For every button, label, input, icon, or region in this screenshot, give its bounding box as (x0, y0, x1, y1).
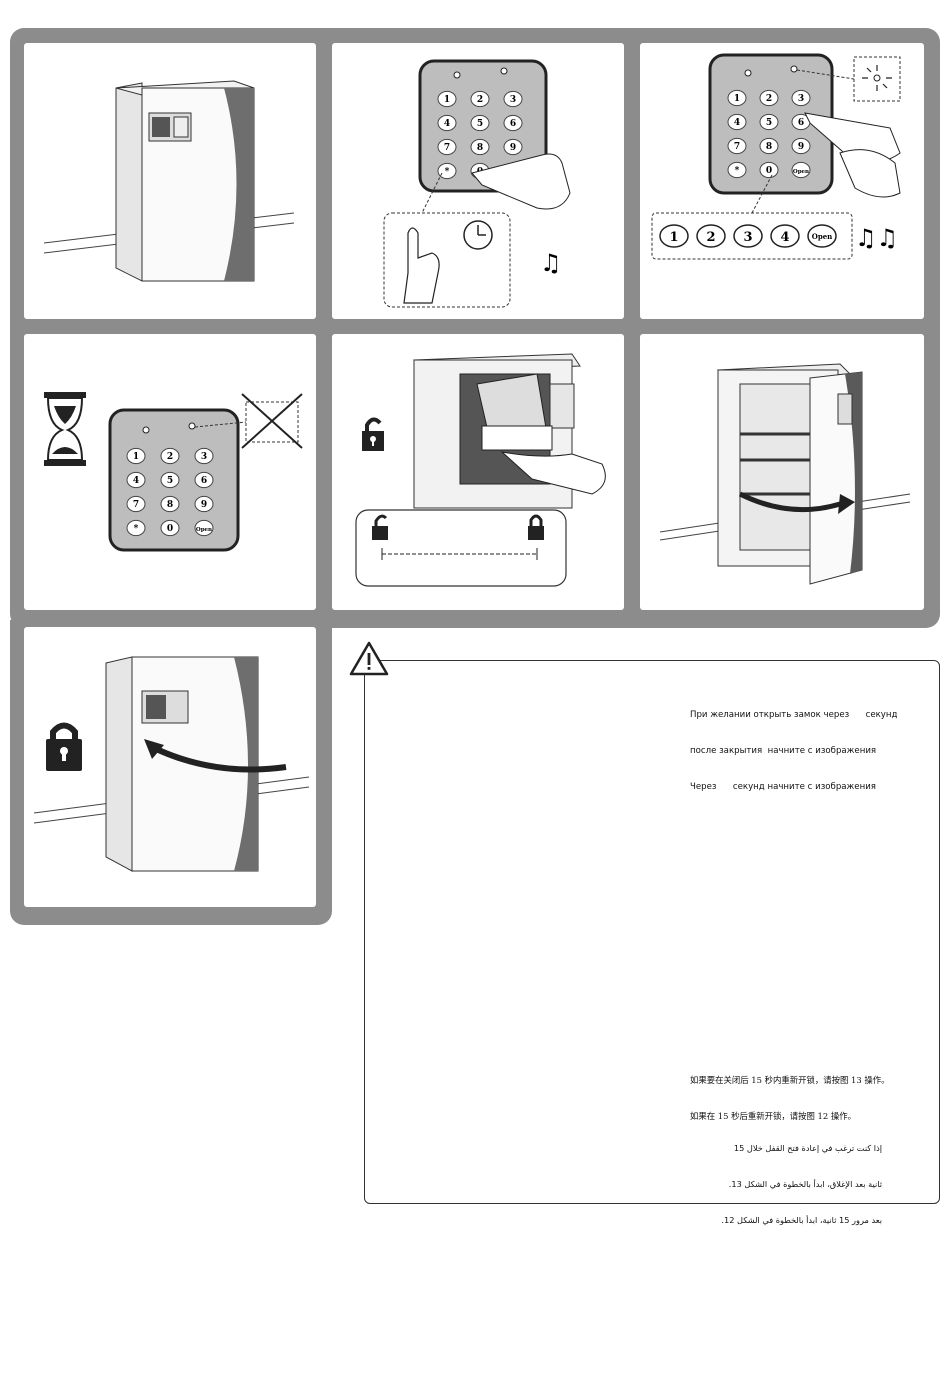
keypad-key-label: 7 (734, 142, 740, 152)
keypad-key-label: 3 (510, 95, 516, 105)
keypad-key-label: 4 (734, 118, 740, 128)
russian-line-2: после закрытия начните с изображения (690, 745, 897, 757)
arabic-line-2: ثانية بعد الإغلاق، ابدأ بالخطوة في الشكل… (690, 1178, 882, 1190)
keypad-key-label: 2 (477, 95, 483, 105)
open-door-illustration (640, 334, 924, 610)
close-door-illustration (24, 627, 316, 907)
safe-closed-illustration (24, 43, 316, 319)
chinese-line-1: 如果要在关闭后 15 秒内重新开锁，请按图 13 操作。 (690, 1074, 889, 1086)
code-step-label: 3 (743, 230, 752, 245)
step-panel-7 (24, 627, 316, 907)
keypad-key-label: 9 (798, 142, 804, 152)
keypad-key-label: 1 (444, 95, 450, 105)
enter-code-illustration: 123456789*0Open 1234Open ♫♫ (640, 43, 924, 319)
step-panel-1 (24, 43, 316, 319)
step-panel-4: 1 2 3 4 5 6 7 8 9 * 0 Open (24, 334, 316, 610)
code-step-label: 4 (780, 230, 789, 245)
russian-note: При желании открыть замок через секунд п… (690, 685, 897, 805)
russian-line-3: Через секунд начните с изображения (690, 781, 897, 793)
keypad-key-label: 6 (798, 118, 804, 128)
keypad-key-label: Open (196, 527, 212, 533)
arabic-line-1: إذا كنت ترغب في إعادة فتح القفل خلال 15 (690, 1142, 882, 1154)
step-panel-6 (640, 334, 924, 610)
code-step-label: 2 (706, 230, 715, 245)
code-step-label: Open (812, 232, 833, 241)
keypad-key-label: 4 (133, 476, 139, 486)
keypad-key-label: 1 (133, 452, 139, 462)
keypad-key-label: 5 (477, 119, 483, 129)
code-step-label: 1 (669, 230, 678, 245)
keypad-key-label: 7 (133, 500, 139, 510)
keypad-key-label: 8 (167, 500, 173, 510)
turn-handle-illustration (332, 334, 624, 610)
keypad-key-label: Open (793, 169, 809, 175)
keypad-key-label: * (445, 167, 450, 177)
arabic-note: إذا كنت ترغب في إعادة فتح القفل خلال 15 … (690, 1118, 882, 1238)
russian-line-1: При желании открыть замок через секунд (690, 709, 897, 721)
keypad-key-label: 2 (167, 452, 173, 462)
keypad-key-label: 9 (201, 500, 207, 510)
svg-text:♫♫: ♫♫ (855, 224, 898, 252)
keypad-key-label: 5 (766, 118, 772, 128)
warning-triangle-icon (348, 640, 390, 678)
keypad-key-label: 5 (167, 476, 173, 486)
keypad-key-label: 1 (734, 94, 740, 104)
wait-timeout-illustration: 1 2 3 4 5 6 7 8 9 * 0 Open (24, 334, 316, 610)
keypad-key-label: 8 (477, 143, 483, 153)
keypad-key-label: 0 (766, 166, 772, 176)
keypad-key-label: 3 (798, 94, 804, 104)
keypad-key-label: 3 (201, 452, 207, 462)
keypad-key-label: 6 (510, 119, 516, 129)
keypad-key-label: 4 (444, 119, 450, 129)
keypad-key-label: 9 (510, 143, 516, 153)
step-panel-5 (332, 334, 624, 610)
keypad-key-label: * (134, 524, 139, 534)
keypad-key-label: 8 (766, 142, 772, 152)
arabic-line-3: بعد مرور 15 ثانية، ابدأ بالخطوة في الشكل… (690, 1214, 882, 1226)
keypad-key-label: * (735, 166, 740, 176)
keypad-key-label: 7 (444, 143, 450, 153)
keypad-key-label: 2 (766, 94, 772, 104)
keypad-key-label: 0 (167, 524, 173, 534)
keypad-key-label: 6 (201, 476, 207, 486)
svg-text:♫: ♫ (540, 249, 562, 277)
